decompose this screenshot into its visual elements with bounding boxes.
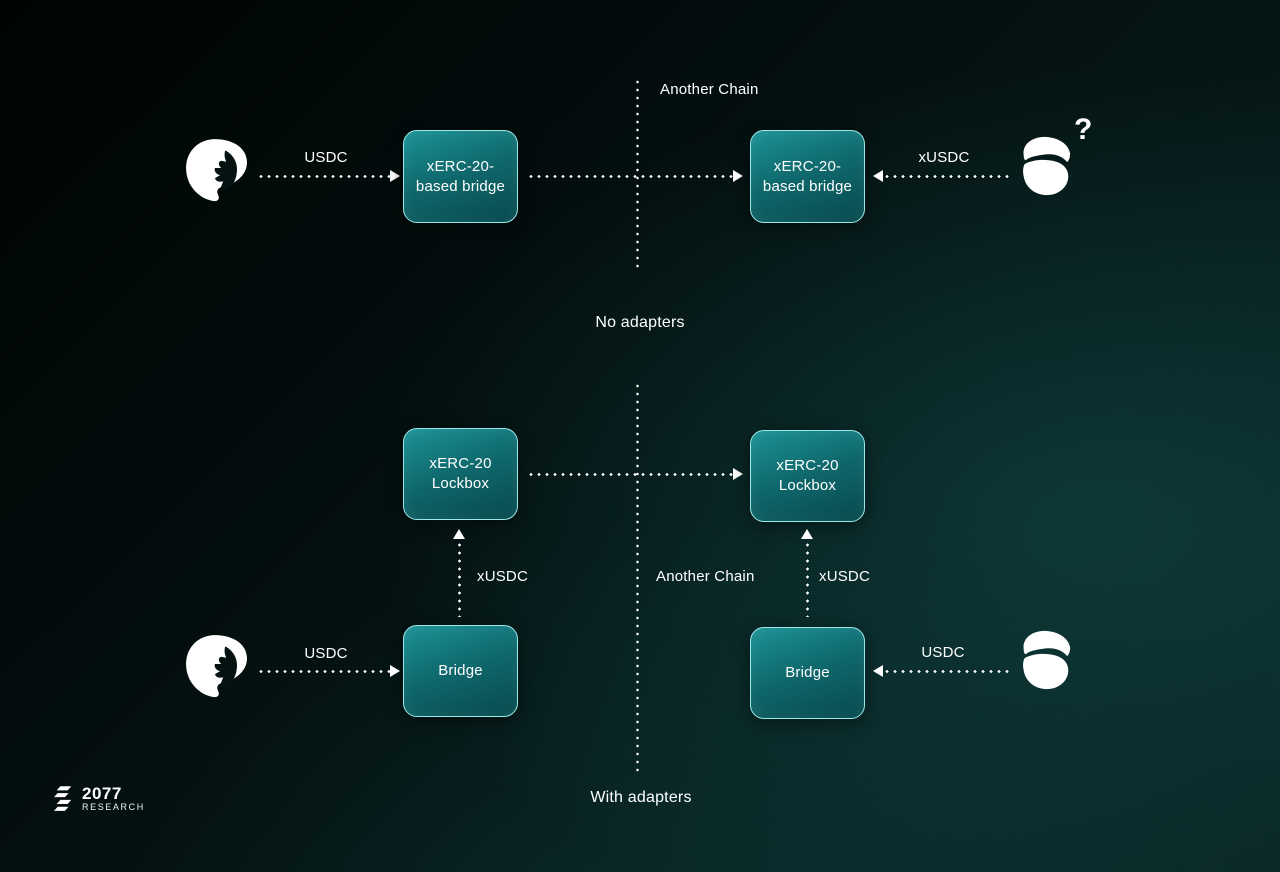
logo-text: 2077 RESEARCH <box>82 785 145 813</box>
bridge-box-left: Bridge <box>403 625 518 717</box>
man-silhouette <box>1023 136 1071 196</box>
arrowhead-right-top-mid <box>733 170 743 182</box>
usdc-label-bottom-right: USDC <box>921 644 965 661</box>
arrow-line-user-to-bridge-top-right <box>883 175 1011 178</box>
arrow-line-lockbox-to-lockbox <box>527 473 733 476</box>
arrowhead-left-bottom-right <box>873 665 883 677</box>
box-label-line: Bridge <box>438 662 483 679</box>
logo-subtitle: RESEARCH <box>82 802 145 812</box>
brand-logo: 2077 RESEARCH <box>54 784 145 814</box>
box-label-line: Lockbox <box>778 477 837 494</box>
woman-silhouette <box>186 139 247 202</box>
arrow-line-bridge-to-bridge-top <box>527 175 733 178</box>
arrow-line-user-to-bridge-bottom-left <box>257 670 390 673</box>
box-label-line: xERC-20 <box>776 457 839 474</box>
box-label-line: Bridge <box>785 664 830 681</box>
xerc20-bridge-box-right: xERC-20- based bridge <box>750 130 865 223</box>
arrow-line-user-to-bridge-bottom-right <box>883 670 1011 673</box>
box-label-line: xERC-20- <box>773 157 842 175</box>
arrowhead-up-right <box>801 529 813 539</box>
another-chain-label-top: Another Chain <box>660 81 759 98</box>
bridge-box-right: Bridge <box>750 627 865 719</box>
box-label-line: based bridge <box>762 177 853 195</box>
with-adapters-caption: With adapters <box>590 789 692 806</box>
logo-icon <box>54 786 72 811</box>
arrowhead-right-bottom-left <box>390 665 400 677</box>
woman-user-icon <box>184 138 250 202</box>
woman-user-icon <box>184 634 250 698</box>
no-adapters-caption: No adapters <box>595 314 685 331</box>
man-user-icon <box>1016 133 1074 199</box>
xusdc-label-bottom-right: xUSDC <box>819 568 871 585</box>
box-label-line: Lockbox <box>431 475 490 492</box>
arrow-line-user-to-bridge-top-left <box>257 175 390 178</box>
box-label-line: xERC-20- <box>426 157 495 175</box>
arrowhead-right-top-left <box>390 170 400 182</box>
man-user-icon <box>1016 627 1074 693</box>
arrow-line-bridge-to-lockbox-right <box>806 541 809 617</box>
arrowhead-left-top-right <box>873 170 883 182</box>
another-chain-label-bottom: Another Chain <box>656 568 755 585</box>
arrowhead-right-lockbox <box>733 468 743 480</box>
xerc20-bridge-box-left: xERC-20- based bridge <box>403 130 518 223</box>
box-label-line: xERC-20 <box>429 455 492 472</box>
usdc-label-top-left: USDC <box>304 149 348 166</box>
xusdc-label-bottom-left: xUSDC <box>477 568 529 585</box>
logo-title: 2077 <box>82 784 122 803</box>
xusdc-label-top-right: xUSDC <box>918 149 970 166</box>
question-mark: ? <box>1074 113 1093 146</box>
box-label-line: based bridge <box>415 177 506 195</box>
usdc-label-bottom-left: USDC <box>304 645 348 662</box>
arrowhead-up-left <box>453 529 465 539</box>
woman-silhouette <box>186 635 247 698</box>
xerc20-lockbox-box-left: xERC-20 Lockbox <box>403 428 518 520</box>
arrow-line-bridge-to-lockbox-left <box>458 541 461 617</box>
xerc20-lockbox-box-right: xERC-20 Lockbox <box>750 430 865 522</box>
chain-divider-bottom <box>636 382 639 772</box>
man-silhouette <box>1023 630 1071 690</box>
